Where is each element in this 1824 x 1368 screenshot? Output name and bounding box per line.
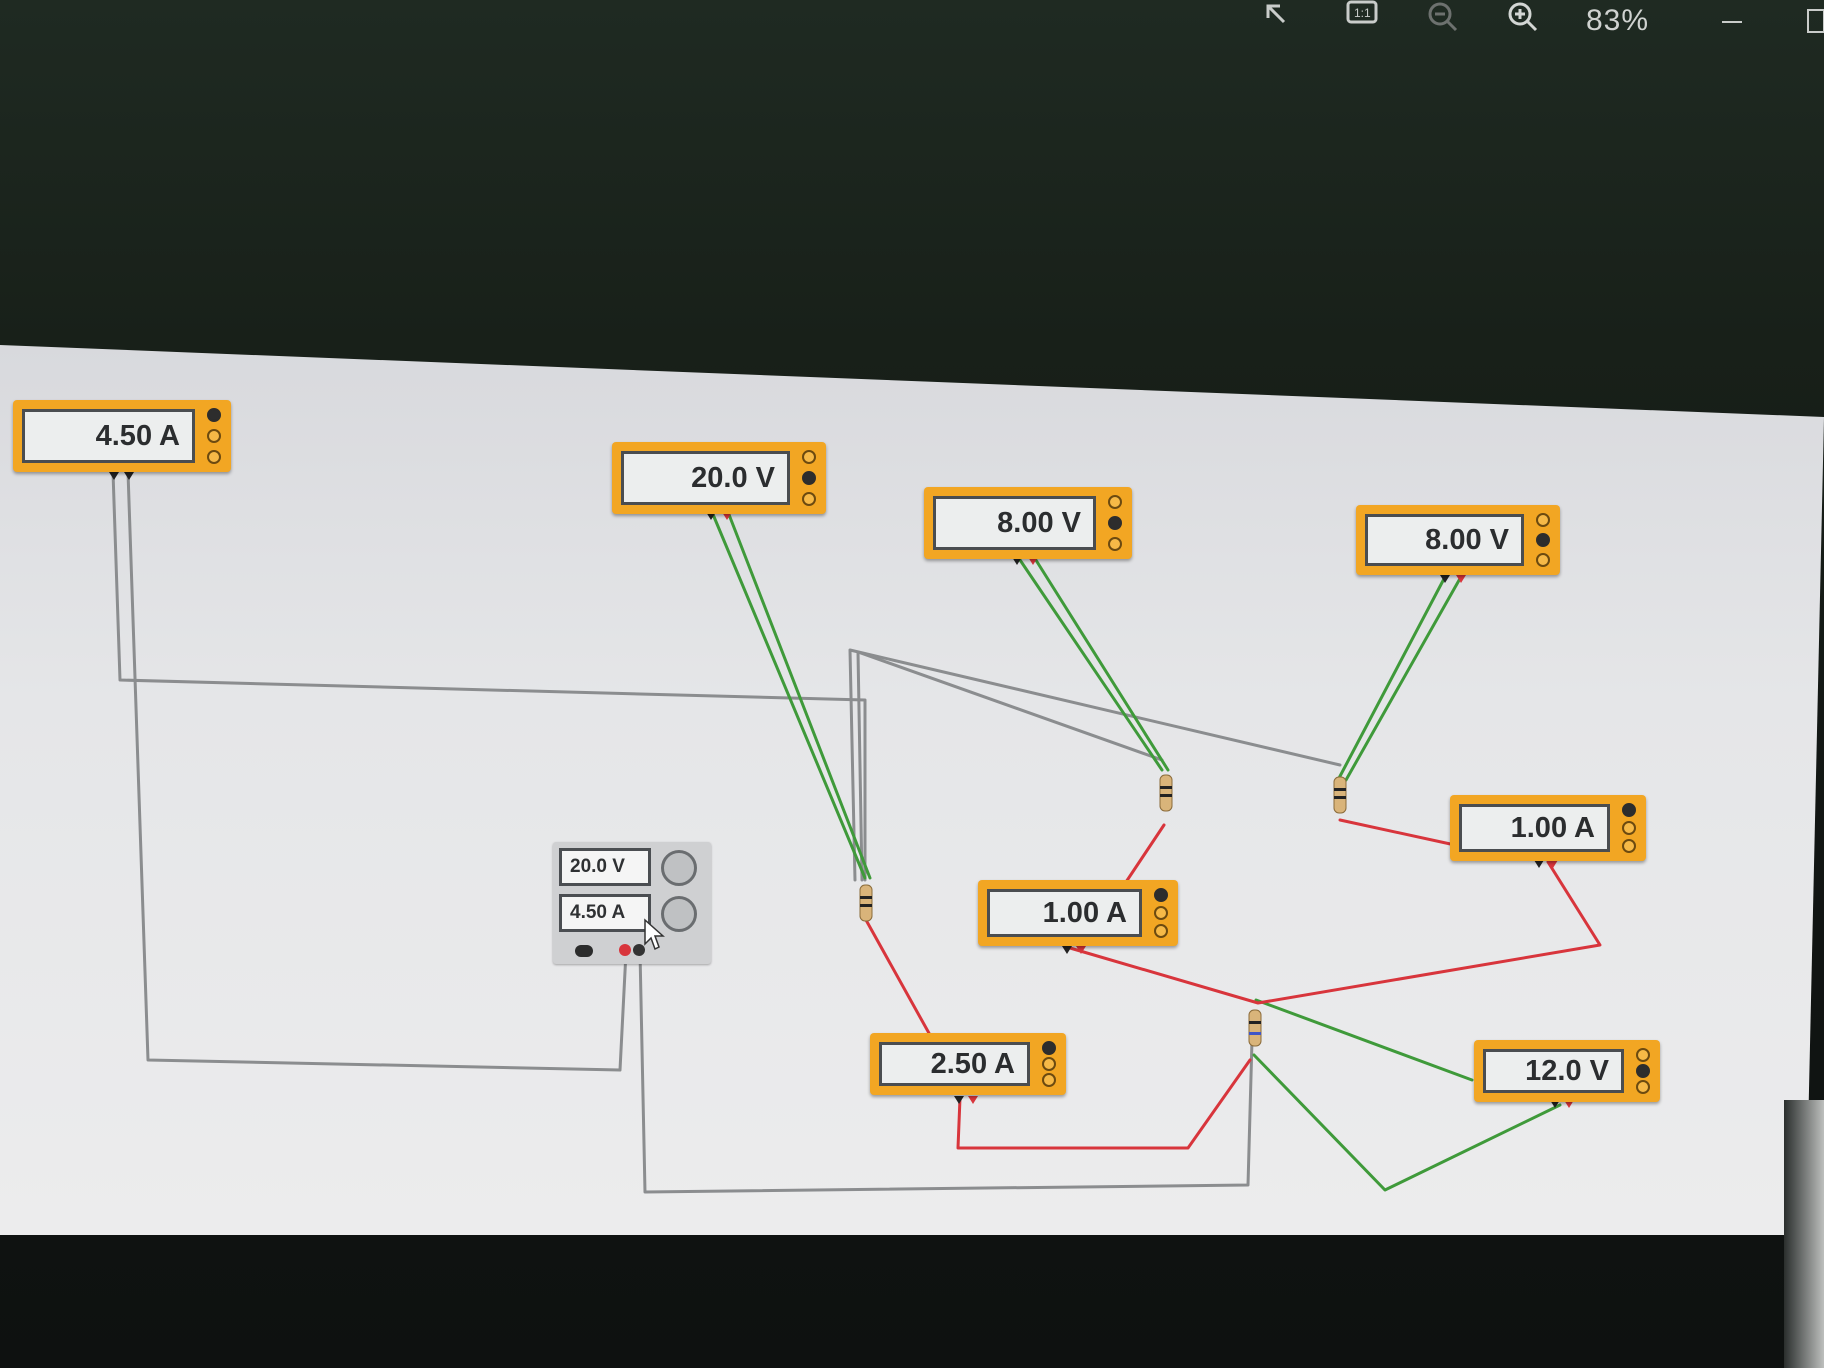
wire [1016,555,1164,772]
zoom-level: 83% [1586,4,1650,37]
wire [111,470,867,882]
screen-bezel [1784,1100,1824,1368]
minimize-icon[interactable] [1722,12,1744,30]
power-supply[interactable]: 20.0 V 4.50 A [553,842,711,964]
meter-mode-selector[interactable] [1039,1041,1059,1087]
wire [1124,823,1166,884]
meter-mode-selector[interactable] [1105,495,1125,551]
wire [1252,1053,1562,1192]
wire [848,648,1342,882]
negative-terminal[interactable] [633,944,645,956]
arrow-icon[interactable] [1262,0,1296,39]
wire [1254,998,1474,1082]
resistor-r1 [859,884,873,922]
wire [1032,555,1170,772]
wire [856,650,1164,882]
wire [1336,573,1448,782]
ammeter-r3[interactable]: 1.00 A [1450,795,1646,861]
probe-tips [109,472,1574,1108]
mouse-cursor-icon [644,918,665,951]
meter-display: 2.50 A [879,1042,1030,1086]
meter-display: 8.00 V [933,496,1096,550]
meter-mode-selector[interactable] [1533,513,1553,567]
wire [1068,860,1602,1005]
wire [726,510,872,880]
meter-mode-selector[interactable] [1619,803,1639,853]
voltmeter-source[interactable]: 20.0 V [612,442,826,514]
meter-display: 20.0 V [621,451,790,505]
ammeter-main[interactable]: 4.50 A [13,400,231,472]
zoom-in-icon[interactable] [1506,2,1540,41]
psu-voltage-display: 20.0 V [559,848,651,886]
resistor-r4 [1248,1009,1262,1047]
ammeter-r2[interactable]: 1.00 A [978,880,1178,946]
ammeter-r1[interactable]: 2.50 A [870,1033,1066,1095]
meter-display: 1.00 A [987,889,1142,937]
resistor-r3 [1333,776,1347,814]
meter-display: 1.00 A [1459,804,1610,852]
meter-display: 4.50 A [22,409,195,463]
wire [1344,573,1464,782]
wire [126,470,628,1072]
meter-mode-selector[interactable] [1151,888,1171,938]
wire [1338,818,1457,847]
maximize-icon[interactable] [1806,8,1824,39]
wire [956,1058,1252,1150]
actual-size-icon[interactable]: 1:1 [1345,0,1379,39]
psu-terminal-row [553,942,711,960]
psu-current-display: 4.50 A [559,894,651,932]
positive-terminal[interactable] [619,944,631,956]
voltmeter-r4[interactable]: 12.0 V [1474,1040,1660,1102]
zoom-out-icon[interactable] [1426,2,1460,41]
meter-mode-selector[interactable] [1633,1048,1653,1094]
meter-mode-selector[interactable] [799,450,819,506]
power-switch[interactable] [575,945,593,957]
meter-mode-selector[interactable] [204,408,224,464]
voltmeter-r2[interactable]: 8.00 V [924,487,1132,559]
meter-display: 8.00 V [1365,514,1524,566]
resistor-r2 [1159,774,1173,812]
voltmeter-r3[interactable]: 8.00 V [1356,505,1560,575]
wire [638,950,1254,1194]
current-knob[interactable] [661,896,697,932]
toolbar: 1:1 83% [0,0,1824,60]
wire [864,918,932,1037]
voltage-knob[interactable] [661,850,697,886]
svg-text:1:1: 1:1 [1354,6,1371,20]
meter-display: 12.0 V [1483,1049,1624,1093]
wire [710,510,867,880]
